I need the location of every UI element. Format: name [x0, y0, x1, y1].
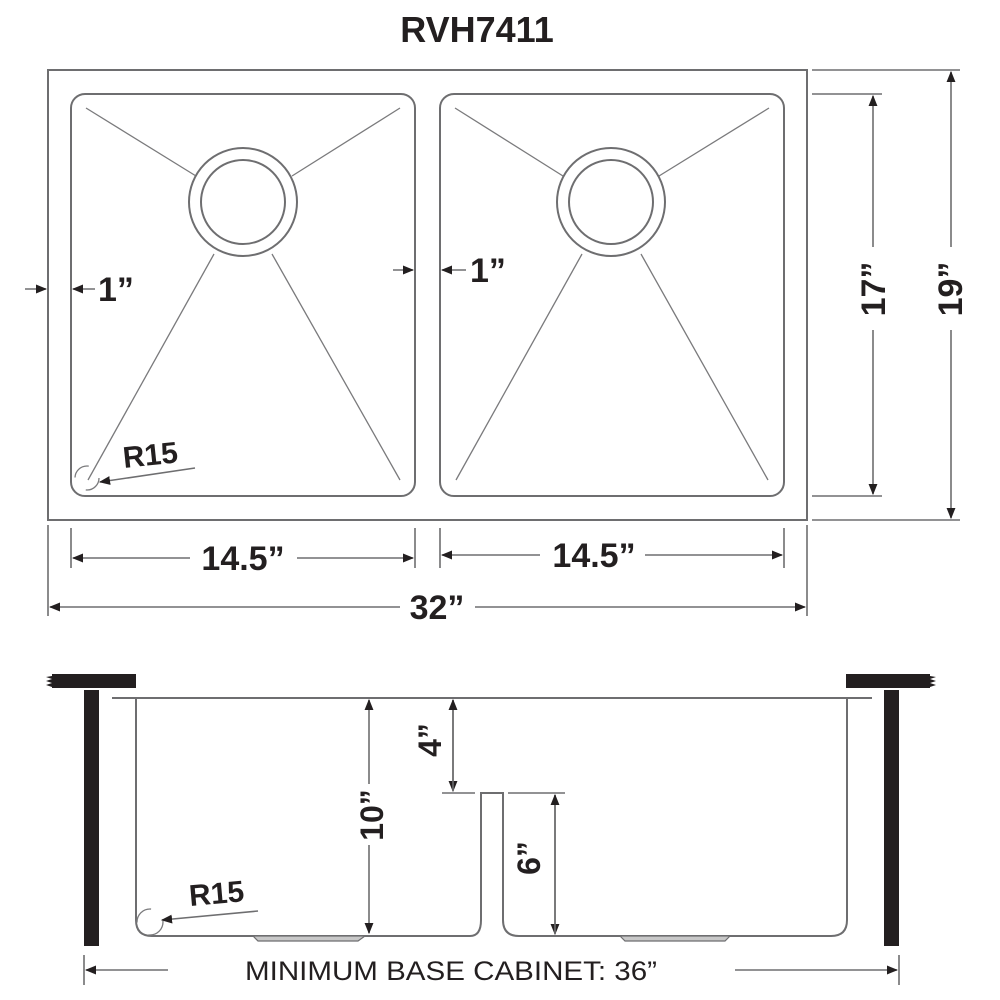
overall-depth-label: 19” [932, 262, 970, 317]
divider-height-label: 6” [511, 841, 547, 875]
side-wall-label: 1” [98, 271, 134, 309]
right-bowl [439, 93, 785, 497]
right-bowl-width-label: 14.5” [552, 537, 635, 575]
left-bowl-width-label: 14.5” [201, 540, 284, 578]
sink-bowl-profile [135, 698, 848, 937]
min-cabinet-label: MINIMUM BASE CABINET: 36” [245, 956, 657, 986]
dim-bowl-depth-side: 10” [354, 698, 390, 935]
left-drain-flange [188, 147, 298, 257]
dim-bowl-depth: 17” [812, 93, 893, 497]
dim-right-bowl-width: 14.5” [439, 528, 785, 575]
dim-overall-depth: 19” [812, 69, 970, 521]
countertop-right [846, 674, 936, 946]
left-bowl [70, 93, 416, 497]
divider-label: 1” [470, 252, 506, 290]
model-title: RVH7411 [400, 9, 553, 50]
dim-divider-height: 6” [508, 792, 565, 937]
left-bowl-outline [70, 93, 416, 497]
side-radius-label: R15 [188, 875, 246, 913]
right-drain-bottom [618, 935, 732, 942]
dim-divider: 1” [393, 252, 506, 290]
right-drain-hole [568, 159, 654, 245]
top-view: 1” 1” R15 14.5” 14.5” [25, 69, 970, 627]
dim-side-wall: 1” [25, 271, 134, 309]
left-drain-bottom [251, 935, 367, 942]
side-radius-arc-icon [136, 908, 164, 936]
divider-drop-label: 4” [412, 723, 448, 757]
overall-width-label: 32” [410, 589, 465, 627]
dim-overall-width: 32” [47, 525, 808, 627]
side-view: 10” 4” 6” R15 MINIMUM BASE CABINET: 3 [46, 674, 936, 986]
cabinet-wall-right [884, 690, 899, 946]
countertop-left [46, 674, 136, 946]
dim-min-cabinet: MINIMUM BASE CABINET: 36” [83, 955, 900, 986]
right-bowl-outline [439, 93, 785, 497]
cabinet-wall-left [84, 690, 99, 946]
dim-divider-drop: 4” [412, 698, 475, 794]
top-radius-label: R15 [121, 436, 179, 475]
sink-outer-rim [47, 69, 808, 521]
side-bowl-depth-label: 10” [354, 789, 390, 841]
left-drain-hole [200, 159, 286, 245]
left-radius-arc-icon [74, 465, 100, 491]
dim-left-bowl-width: 14.5” [70, 528, 416, 578]
bowl-depth-label: 17” [855, 262, 893, 317]
right-drain-flange [556, 147, 666, 257]
